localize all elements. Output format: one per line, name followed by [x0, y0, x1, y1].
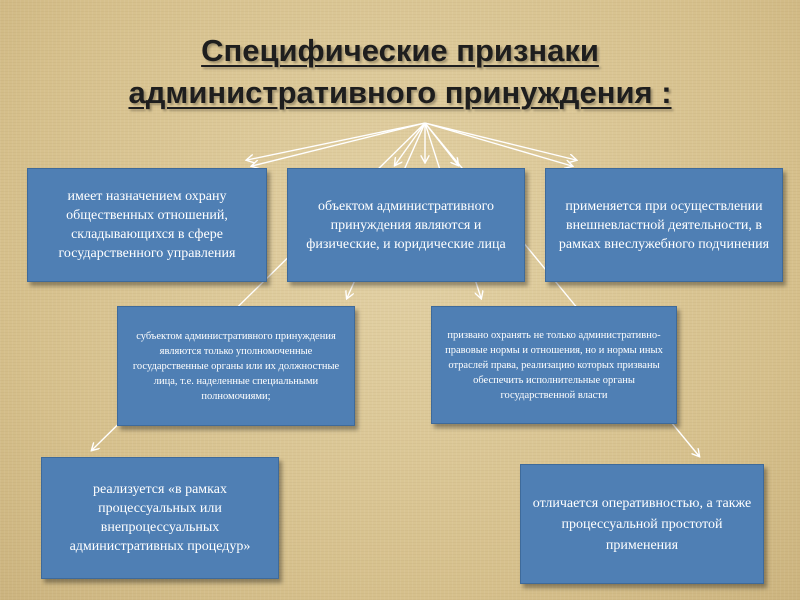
- feature-box-application: применяется при осуществлении внешневлас…: [545, 168, 783, 282]
- feature-box-subject: субъектом административного принуждения …: [117, 306, 355, 426]
- page-title: Специфические признаки административного…: [60, 30, 740, 114]
- feature-text-procedures: реализуется «в рамках процессуальных или…: [69, 482, 251, 554]
- feature-text-protection: призвано охранять не только администрати…: [445, 329, 663, 401]
- feature-text-efficiency: отличается оперативностью, а также проце…: [532, 495, 752, 553]
- feature-text-purpose: имеет назначением охрану общественных от…: [58, 189, 236, 261]
- feature-box-object: объектом административного принуждения я…: [287, 168, 525, 282]
- feature-text-application: применяется при осуществлении внешневлас…: [558, 198, 770, 252]
- feature-box-protection: призвано охранять не только администрати…: [431, 306, 677, 424]
- feature-box-purpose: имеет назначением охрану общественных от…: [27, 168, 267, 282]
- feature-text-object: объектом административного принуждения я…: [306, 198, 506, 252]
- connector-to-box-2b: [395, 122, 426, 165]
- feature-box-procedures: реализуется «в рамках процессуальных или…: [41, 457, 279, 579]
- connector-to-box-3b: [424, 122, 572, 166]
- connector-to-box-1: [247, 122, 426, 160]
- feature-text-subject: субъектом административного принуждения …: [132, 330, 340, 402]
- title-line-1: Специфические признаки: [201, 33, 599, 68]
- connector-to-box-3: [424, 122, 576, 160]
- connector-to-box-1b: [252, 122, 426, 166]
- feature-box-efficiency: отличается оперативностью, а также проце…: [520, 464, 764, 584]
- title-line-2: административного принуждения :: [128, 75, 672, 110]
